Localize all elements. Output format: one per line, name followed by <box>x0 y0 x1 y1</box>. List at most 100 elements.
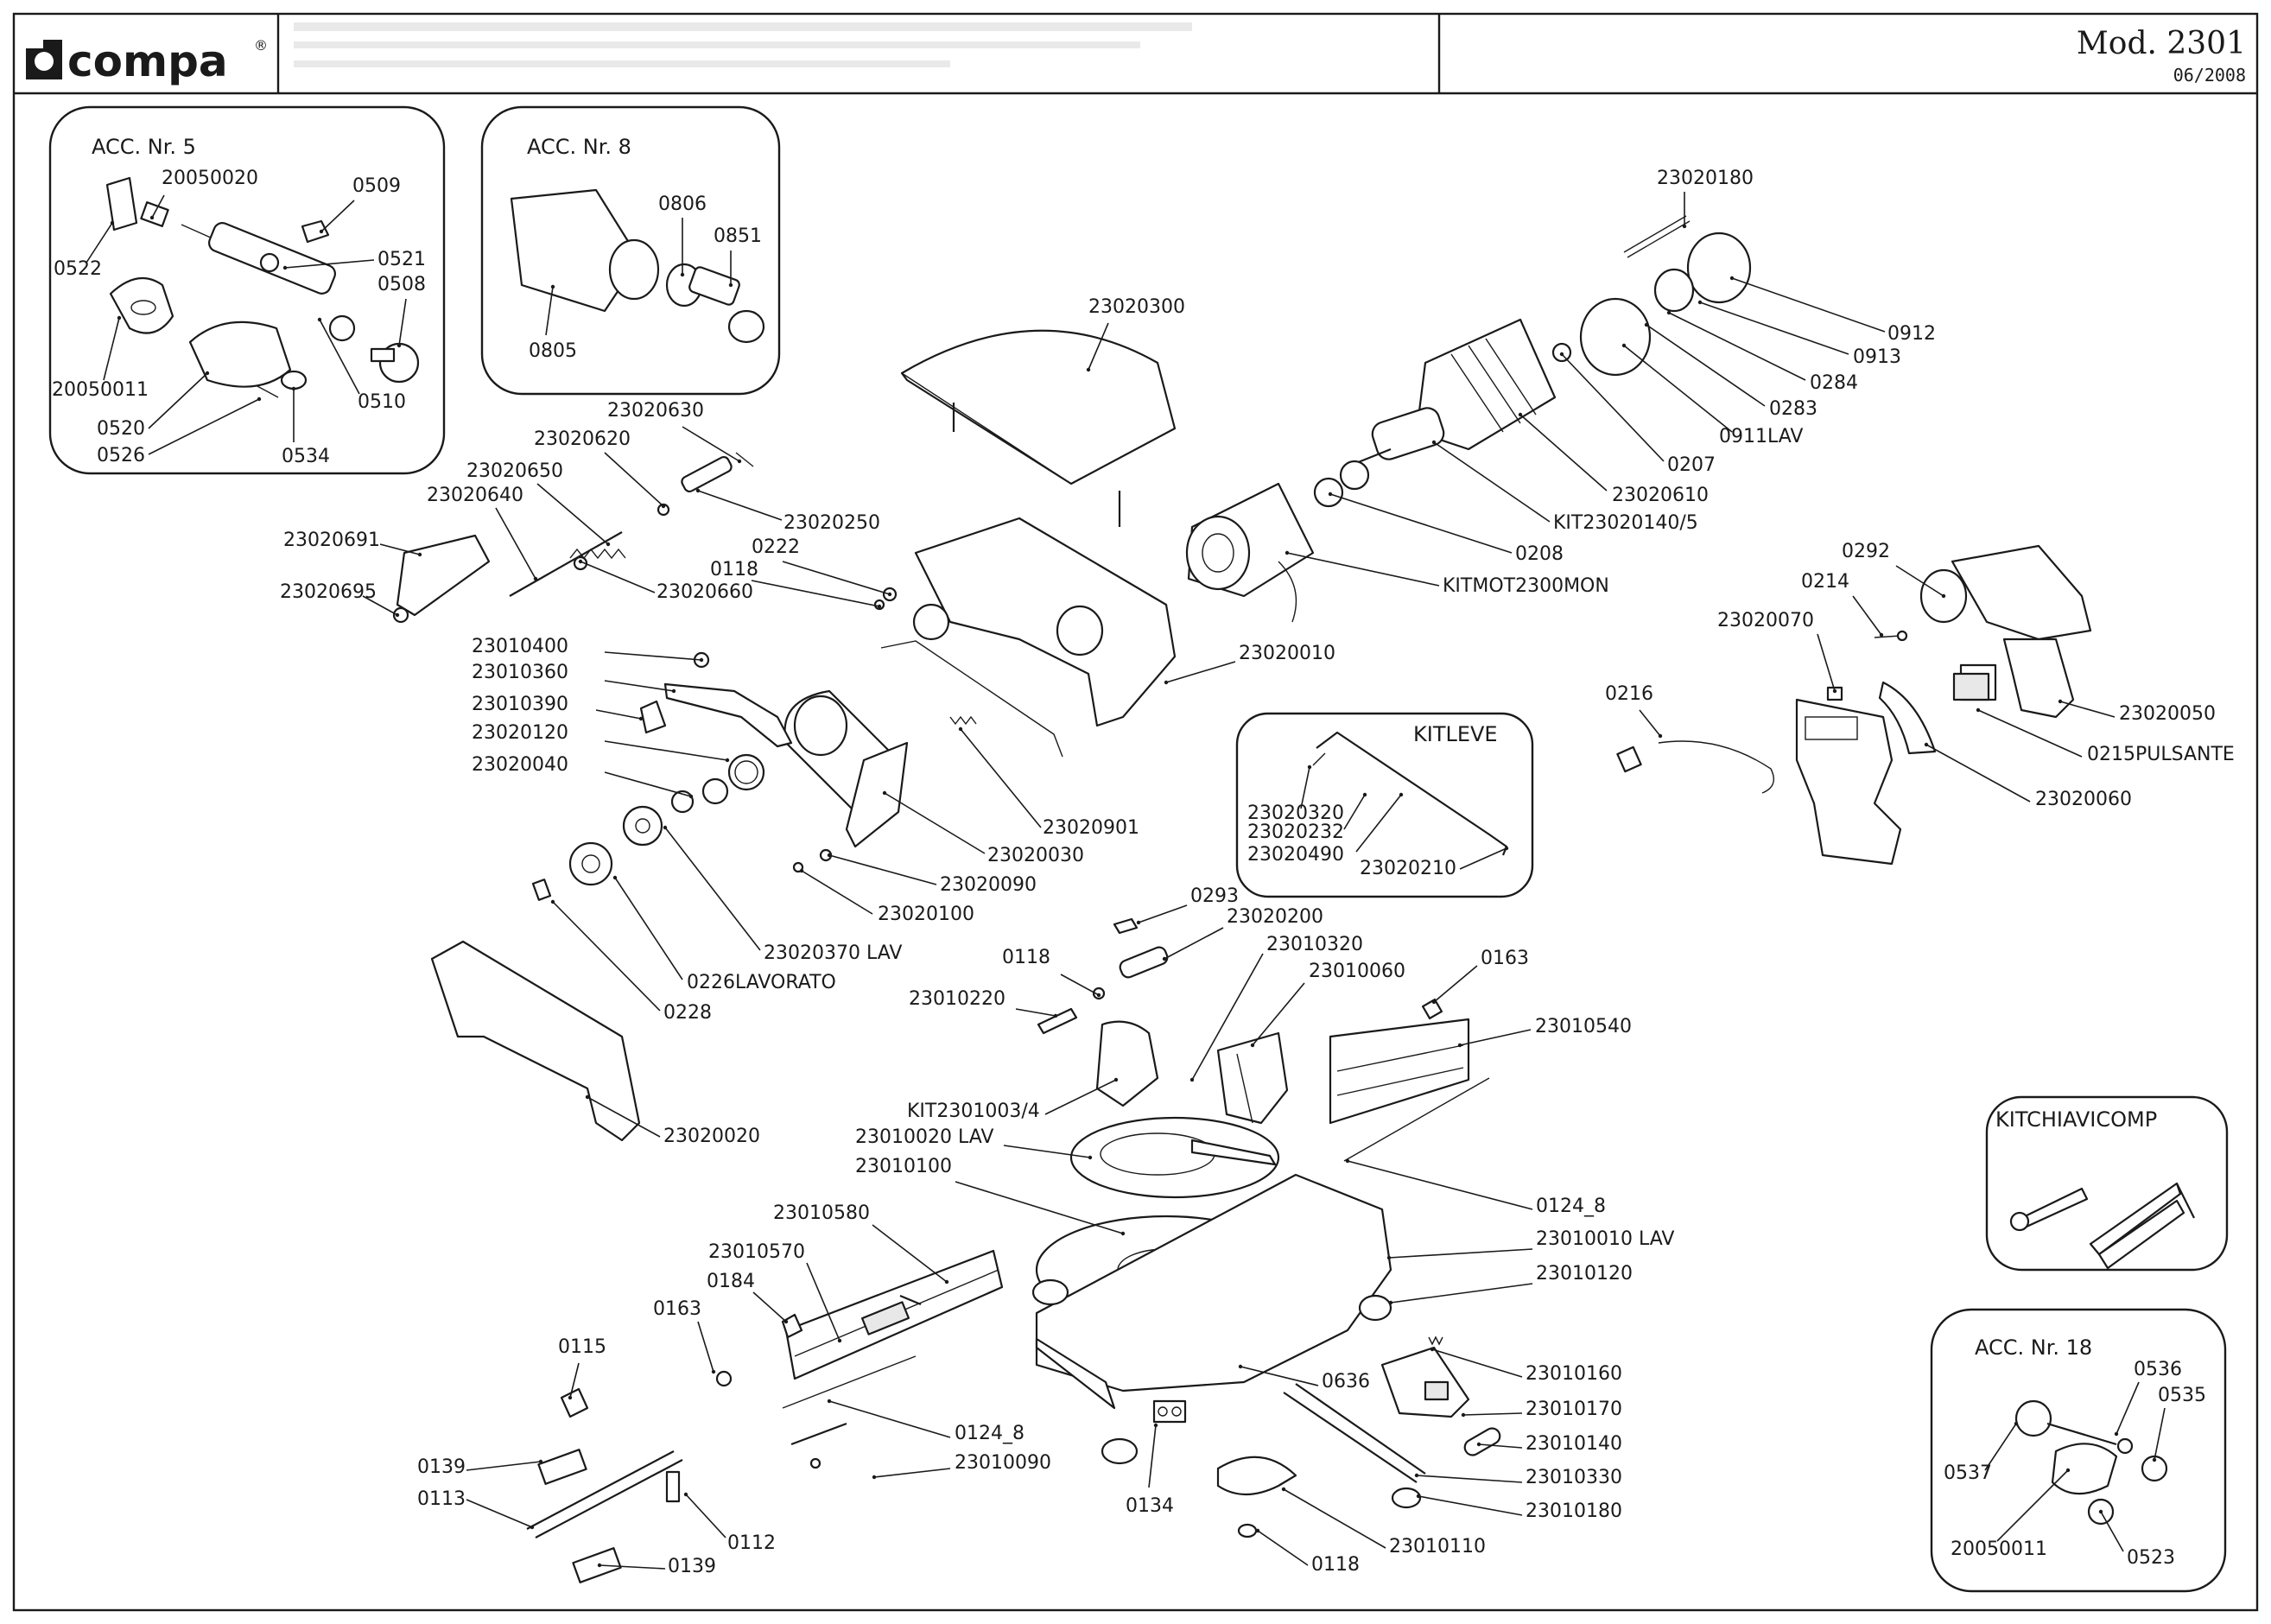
leader-line <box>1286 552 1440 587</box>
leader-dot <box>417 552 422 557</box>
part-number: 0124_8 <box>1536 1196 1606 1217</box>
part-number: 23020232 <box>1247 822 1344 843</box>
leader-dot <box>1431 440 1437 445</box>
part-number: 23010390 <box>472 694 568 715</box>
leader-line <box>1519 414 1608 492</box>
part-label: 23010400 <box>472 636 704 663</box>
part-number: 0805 <box>529 340 577 362</box>
leader-dot <box>1504 846 1509 851</box>
part-number: 0509 <box>352 175 401 197</box>
part-label: 0805 <box>529 284 577 362</box>
part-label: 0207 <box>1559 352 1716 476</box>
leader-dot <box>688 794 694 799</box>
leader-dot <box>1250 1043 1255 1048</box>
leader-line <box>599 1564 666 1570</box>
brand-registered-mark: ® <box>254 37 268 54</box>
leader-line <box>801 870 873 915</box>
part-label: 23010220 <box>909 988 1058 1018</box>
leader-line <box>398 298 407 346</box>
part-label: 0523 <box>2098 1509 2175 1569</box>
part-label: 0113 <box>417 1488 535 1530</box>
part-label: 23020050 <box>2058 699 2216 725</box>
leader-line <box>319 319 360 395</box>
leader-dot <box>683 1492 688 1497</box>
leader-dot <box>958 726 963 732</box>
part-drawings-acc18 <box>2014 1399 2168 1526</box>
part-label: 0118 <box>1255 1528 1360 1576</box>
leader-line <box>614 877 683 980</box>
leader-dot <box>585 1094 590 1100</box>
part-number: 20050020 <box>162 168 258 189</box>
leader-dot <box>1697 300 1703 305</box>
part-number: 0228 <box>663 1002 712 1024</box>
leader-dot <box>1328 492 1333 497</box>
part-label: 23020232 <box>1247 792 1367 843</box>
leader-line <box>1388 1248 1533 1259</box>
part-label: 0293 <box>1136 885 1239 925</box>
part-label: 23020100 <box>799 868 974 925</box>
part-number: 0115 <box>558 1336 606 1358</box>
leader-line <box>1240 1366 1319 1386</box>
part-label: 23020695 <box>280 581 400 618</box>
part-number: 0163 <box>1481 948 1529 969</box>
leader-line <box>1646 324 1766 407</box>
leader-line <box>1731 277 1886 333</box>
leader-line <box>697 490 783 521</box>
part-number: 23020300 <box>1088 296 1185 318</box>
part-label: 23010010 LAV <box>1386 1228 1674 1260</box>
part-number: 0139 <box>417 1456 466 1478</box>
leader-line <box>86 222 113 263</box>
leader-dot <box>317 317 322 322</box>
part-label: 20050020 <box>149 168 258 220</box>
group-title-kitleve: KITLEVE <box>1413 722 1498 746</box>
part-number: 23010360 <box>472 662 568 683</box>
leader-line <box>1817 633 1836 692</box>
part-label: 0139 <box>417 1456 543 1478</box>
part-number: 0520 <box>97 418 145 440</box>
part-label: 23010110 <box>1281 1487 1486 1557</box>
part-number: 23020010 <box>1239 643 1335 664</box>
leader-line <box>884 792 986 854</box>
part-label: 23020030 <box>882 790 1084 866</box>
part-number: 0636 <box>1322 1371 1370 1392</box>
leader-dot <box>1136 920 1141 925</box>
leader-dot <box>1621 343 1627 348</box>
part-label: 23020120 <box>472 722 730 763</box>
leader-line <box>682 426 740 462</box>
leader-dot <box>291 386 296 391</box>
part-label: 0228 <box>550 899 712 1024</box>
leader-dot <box>538 1459 543 1464</box>
part-number: 23010540 <box>1535 1016 1632 1037</box>
part-label: 0912 <box>1729 276 1936 345</box>
leader-line <box>552 901 661 1012</box>
leader-dot <box>837 1338 842 1343</box>
part-drawings-acc5 <box>105 176 420 398</box>
part-label: 0526 <box>97 396 262 466</box>
leader-dot <box>396 343 402 348</box>
part-label: 23020370 LAV <box>663 825 902 964</box>
part-label: 23010540 <box>1457 1016 1632 1048</box>
part-label: 23010330 <box>1414 1467 1622 1488</box>
part-number: 0184 <box>707 1271 755 1292</box>
leader-line <box>1347 1160 1533 1210</box>
leader-line <box>148 398 260 455</box>
leader-line <box>587 1096 661 1138</box>
leader-dot <box>1941 593 1946 599</box>
leader-line <box>569 1362 580 1399</box>
leader-dot <box>1189 1077 1195 1082</box>
leader-line <box>1148 1424 1157 1488</box>
leader-line <box>1977 709 2083 758</box>
part-label: 0520 <box>97 371 210 440</box>
part-number: 20050011 <box>52 379 149 401</box>
leader-dot <box>1832 688 1837 694</box>
leader-dot <box>1658 733 1663 739</box>
leader-line <box>1088 322 1109 371</box>
leader-dot <box>2098 1509 2103 1514</box>
leader-dot <box>2065 1468 2071 1473</box>
leader-line <box>1329 493 1513 554</box>
model-number: Mod. 2301 <box>2077 26 2246 61</box>
leader-dot <box>395 612 400 618</box>
part-number: 23010120 <box>1536 1263 1633 1285</box>
part-number: 23020650 <box>466 460 563 482</box>
leader-line <box>960 728 1042 828</box>
